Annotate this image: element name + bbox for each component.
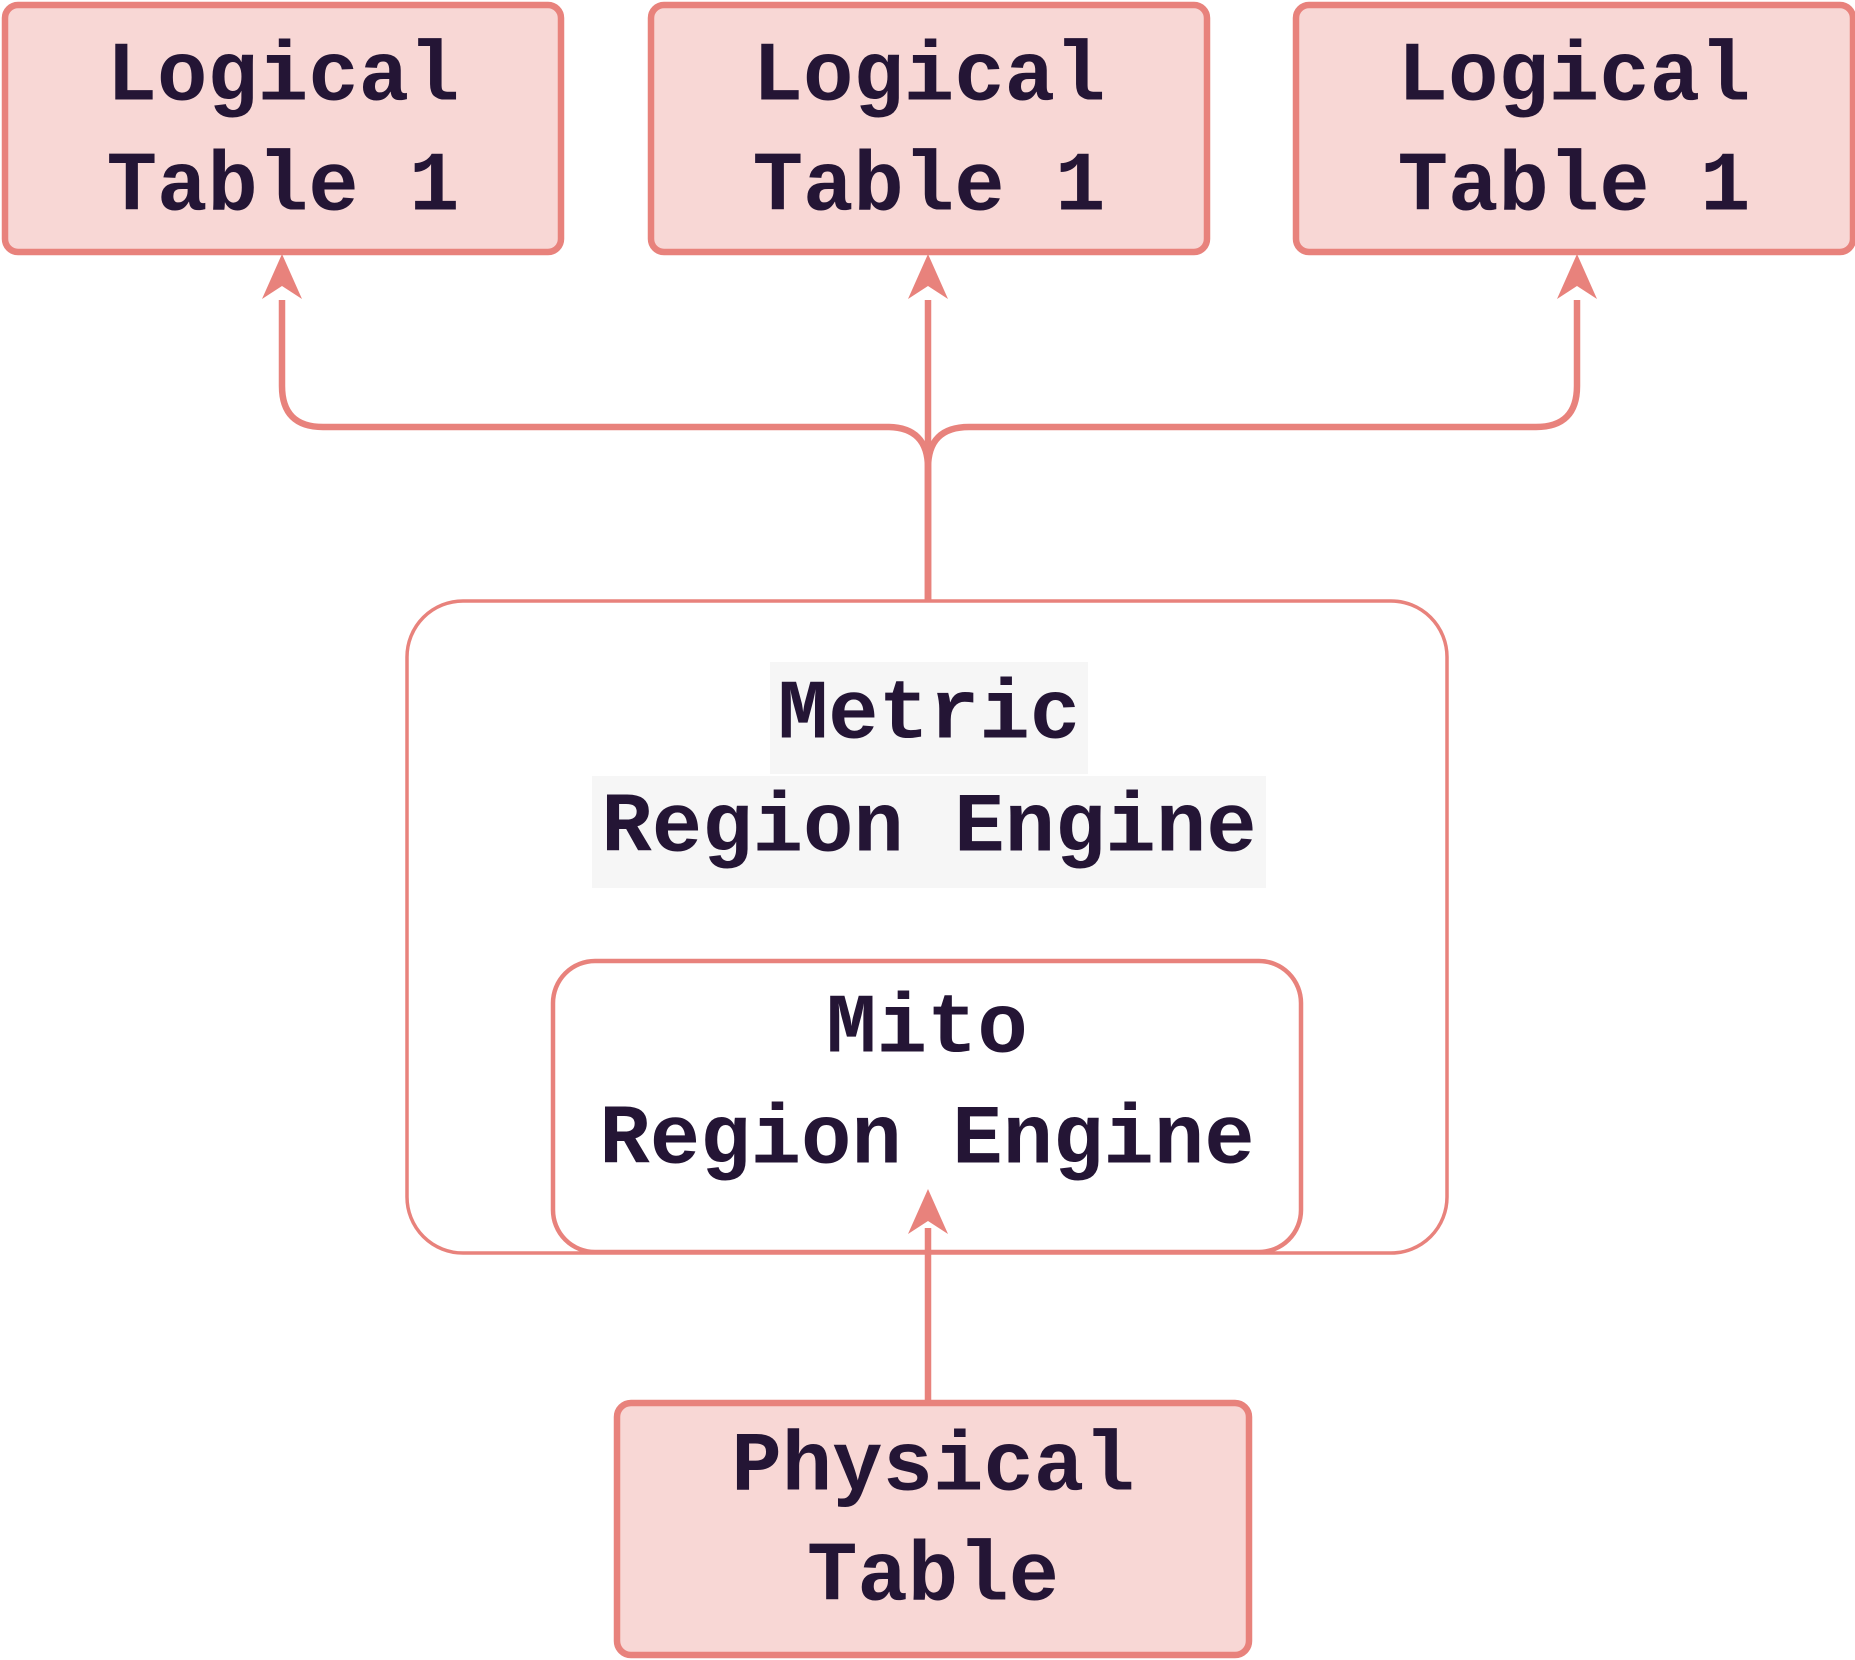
physical-table-label-line2: Table (807, 1531, 1059, 1626)
edge-metric-to-left-table (278, 300, 932, 601)
logical-table-right-label-line1: Logical (1398, 31, 1751, 126)
arrowhead-left (262, 254, 302, 299)
logical-table-left-label-line1: Logical (107, 31, 460, 126)
metric-region-engine-label-line2: Region Engine (601, 782, 1256, 877)
logical-table-right-label-line2: Table 1 (1398, 141, 1751, 236)
edge-metric-to-right-table (924, 300, 1581, 601)
mito-region-engine-label-line2: Region Engine (599, 1094, 1254, 1189)
physical-table-box (613, 1399, 1253, 1659)
logical-table-right-box (1292, 1, 1855, 256)
physical-table-label-line1: Physical (731, 1421, 1134, 1516)
logical-table-middle-label-line2: Table 1 (753, 141, 1106, 236)
metric-label-bg-line1 (770, 662, 1088, 774)
logical-table-left-label-line2: Table 1 (107, 141, 460, 236)
metric-label-bg-line2 (592, 776, 1266, 888)
arrowhead-middle (908, 254, 948, 299)
logical-table-middle-label-line1: Logical (753, 31, 1106, 126)
logical-table-middle-box (647, 1, 1211, 256)
logical-table-left-box (1, 1, 565, 256)
arrowhead-bottom (908, 1189, 948, 1234)
mito-region-engine-label-line1: Mito (826, 983, 1028, 1078)
metric-region-engine-label-line1: Metric (778, 669, 1080, 764)
arrowhead-right (1557, 254, 1597, 299)
